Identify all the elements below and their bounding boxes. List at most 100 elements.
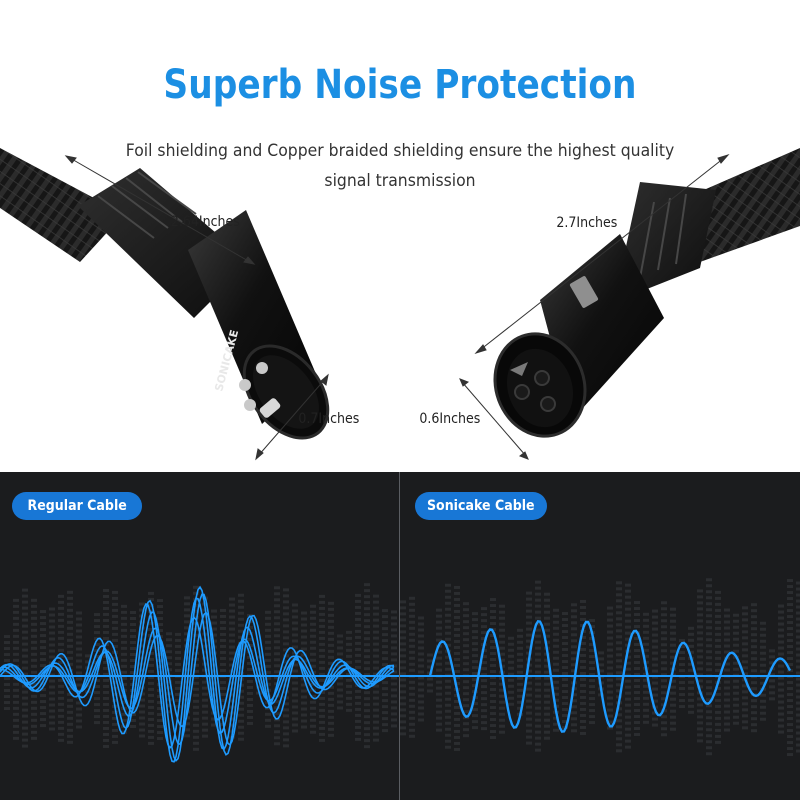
equalizer-segment [607,690,613,694]
equalizer-segment [796,725,800,729]
equalizer-segment [94,655,100,659]
equalizer-segment [499,706,505,710]
equalizer-segment [202,626,208,630]
equalizer-segment [283,606,289,610]
equalizer-segment [742,618,748,622]
equalizer-segment [373,612,379,616]
equalizer-segment [616,671,622,675]
equalizer-segment [22,678,28,682]
equalizer-segment [580,659,586,663]
equalizer-segment [301,713,307,717]
equalizer-segment [247,667,253,671]
equalizer-segment [661,733,667,737]
equalizer-segment [193,633,199,637]
equalizer-segment [715,698,721,702]
equalizer-segment [139,626,145,630]
equalizer-segment [202,716,208,720]
equalizer-segment [760,657,766,661]
equalizer-segment [652,633,658,637]
equalizer-segment [130,617,136,621]
equalizer-segment [400,648,406,652]
equalizer-segment [175,668,181,672]
equalizer-segment [670,625,676,629]
equalizer-segment [580,701,586,705]
equalizer-segment [373,630,379,634]
equalizer-segment [517,676,523,680]
equalizer-segment [616,647,622,651]
equalizer-segment [310,610,316,614]
equalizer-segment [427,677,433,681]
equalizer-segment [589,655,595,659]
equalizer-segment [715,602,721,606]
equalizer-segment [580,695,586,699]
equalizer-segment [778,634,784,638]
equalizer-segment [796,593,800,597]
equalizer-segment [499,622,505,626]
equalizer-segment [724,686,730,690]
equalizer-segment [31,598,37,602]
equalizer-segment [94,679,100,683]
equalizer-segment [796,713,800,717]
equalizer-segment [76,635,82,639]
equalizer-segment [355,653,361,657]
equalizer-segment [85,654,91,658]
equalizer-segment [31,682,37,686]
equalizer-segment [49,613,55,617]
equalizer-segment [49,649,55,653]
equalizer-segment [463,662,469,666]
equalizer-segment [760,693,766,697]
equalizer-segment [139,722,145,726]
equalizer-segment [67,716,73,720]
equalizer-segment [436,716,442,720]
equalizer-segment [463,668,469,672]
equalizer-segment [697,625,703,629]
equalizer-segment [67,722,73,726]
equalizer-segment [49,619,55,623]
equalizer-segment [733,703,739,707]
equalizer-segment [445,697,451,701]
equalizer-segment [58,678,64,682]
equalizer-segment [148,639,154,643]
equalizer-segment [40,622,46,626]
equalizer-segment [148,699,154,703]
equalizer-segment [517,628,523,632]
equalizer-segment [364,673,370,677]
equalizer-segment [688,632,694,636]
equalizer-segment [616,677,622,681]
equalizer-segment [652,657,658,661]
equalizer-segment [220,704,226,708]
equalizer-segment [355,707,361,711]
equalizer-segment [76,629,82,633]
equalizer-segment [751,669,757,673]
equalizer-segment [274,730,280,734]
equalizer-segment [274,742,280,746]
equalizer-segment [661,715,667,719]
equalizer-segment [103,660,109,664]
equalizer-segment [463,614,469,618]
equalizer-segment [283,648,289,652]
equalizer-segment [418,670,424,674]
equalizer-segment [634,715,640,719]
equalizer-segment [355,593,361,597]
equalizer-segment [148,651,154,655]
subtitle-line-1: Foil shielding and Copper braided shield… [125,141,675,161]
equalizer-segment [490,610,496,614]
equalizer-segment [58,708,64,712]
equalizer-segment [535,736,541,740]
equalizer-segment [274,592,280,596]
equalizer-segment [670,679,676,683]
equalizer-segment [616,629,622,633]
equalizer-segment [355,647,361,651]
equalizer-segment [562,618,568,622]
equalizer-segment [373,618,379,622]
equalizer-segment [202,656,208,660]
equalizer-segment [778,640,784,644]
equalizer-segment [148,693,154,697]
equalizer-segment [778,676,784,680]
equalizer-segment [670,721,676,725]
equalizer-segment [364,745,370,749]
equalizer-segment [526,597,532,601]
equalizer-segment [121,676,127,680]
equalizer-segment [418,676,424,680]
